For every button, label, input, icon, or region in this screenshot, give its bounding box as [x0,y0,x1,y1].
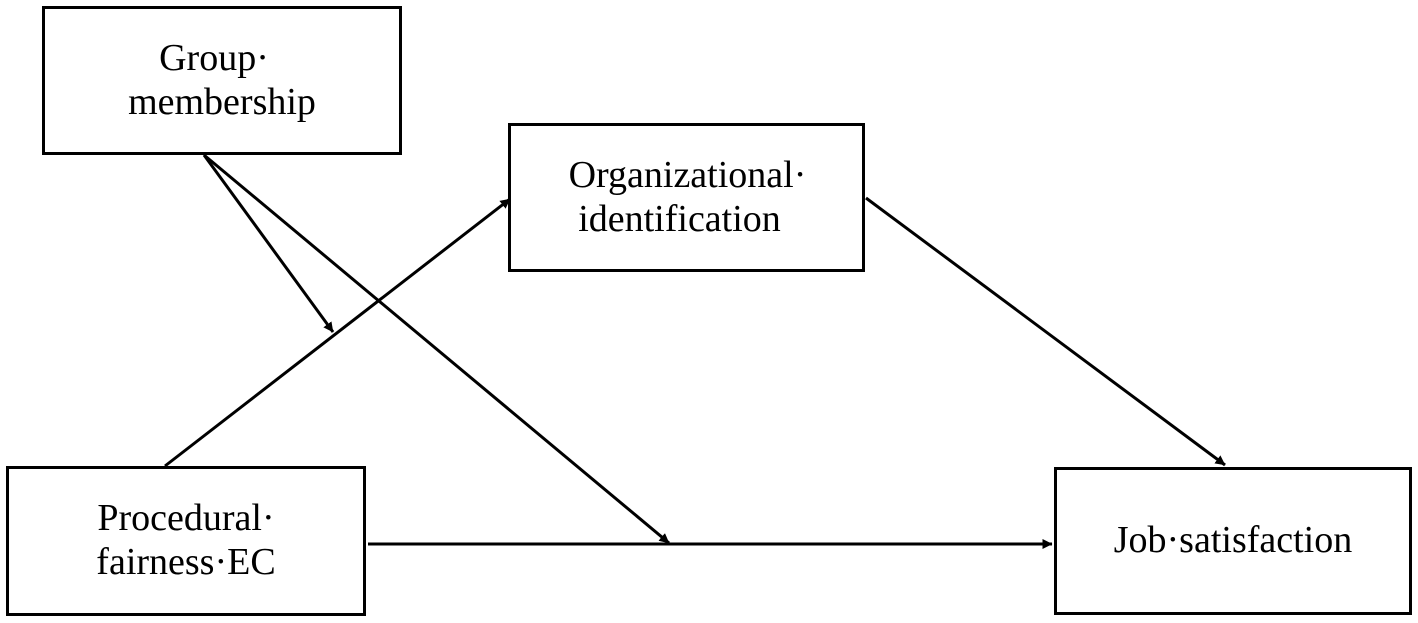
node-group-membership-line2: membership [128,80,316,123]
node-procedural-fairness-line2: fairness·EC [96,541,276,583]
node-organizational-identification: Organizational· identification [508,123,865,272]
node-organizational-identification-line2: identification [578,197,781,240]
node-group-membership: Group· membership [42,6,402,155]
edge-organizational-to-job [865,196,1226,467]
edge-group-moderates-job-path [203,153,670,545]
node-procedural-fairness: Procedural· fairness·EC [6,466,366,616]
node-organizational-identification-line1: Organizational· [568,153,807,196]
edge-procedural-to-organizational [164,197,511,468]
edge-group-moderates-organizational-path [202,154,335,333]
node-job-satisfaction-line1: Job·satisfaction [1113,519,1353,562]
node-job-satisfaction: Job·satisfaction [1054,467,1412,615]
node-group-membership-line1: Group· [159,36,269,79]
node-procedural-fairness-line1: Procedural· [97,497,275,540]
